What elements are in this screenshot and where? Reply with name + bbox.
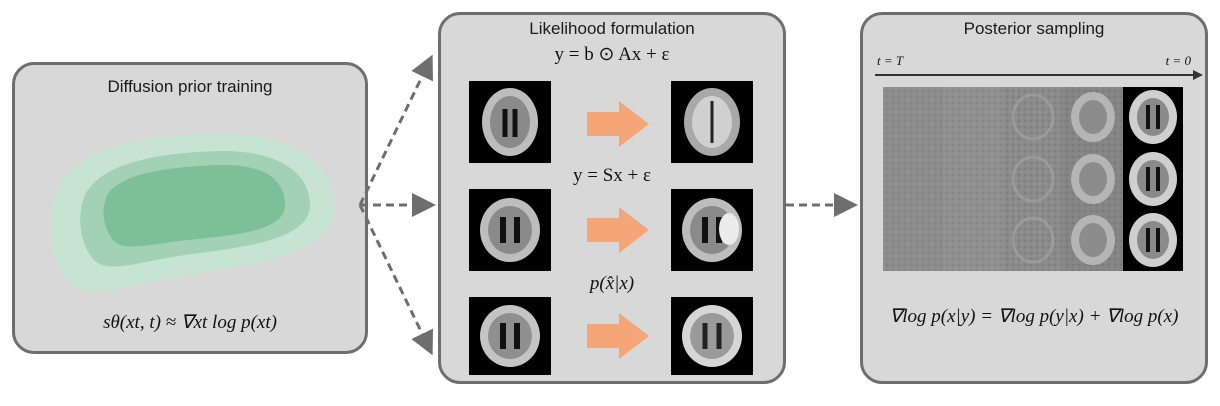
brain-mri-icon	[469, 189, 551, 271]
t-end-label: t = 0	[1165, 53, 1191, 68]
prior-panel: Diffusion prior training sθ(xt, t) ≈ ∇xt…	[12, 62, 368, 354]
posterior-sample-grid	[883, 87, 1183, 271]
dashed-arrow-icon	[358, 204, 433, 356]
likelihood-eq-3: p(x̂|x)	[589, 273, 635, 294]
dashed-arrow-icon	[358, 54, 433, 206]
brain-mri-icon	[671, 297, 753, 375]
likelihood-eq-2: y = Sx + ε	[573, 165, 651, 186]
orange-right-arrow-icon	[587, 207, 649, 253]
orange-right-arrow-icon	[587, 101, 649, 147]
likelihood-title: Likelihood formulation	[529, 19, 695, 38]
posterior-title: Posterior sampling	[963, 19, 1105, 38]
brain-mri-icon	[469, 81, 551, 163]
likelihood-eq-1: y = b ⊙ Ax + ε	[554, 44, 670, 65]
score-equation: sθ(xt, t) ≈ ∇xt log p(xt)	[103, 312, 277, 333]
posterior-equation: ∇log p(x|y) = ∇log p(y|x) + ∇log p(x)	[889, 306, 1179, 327]
t-start-label: t = T	[877, 53, 904, 68]
brain-mri-icon	[671, 81, 753, 163]
brain-mri-icon	[469, 297, 551, 375]
prior-title: Diffusion prior training	[107, 77, 273, 96]
time-arrow-icon	[875, 70, 1203, 80]
density-contours-icon	[50, 132, 336, 291]
brain-mri-icon	[671, 189, 753, 271]
posterior-panel: Posterior sampling t = T t = 0	[860, 12, 1208, 384]
likelihood-panel: Likelihood formulation y = b ⊙ Ax + ε y …	[438, 12, 786, 384]
orange-right-arrow-icon	[587, 313, 649, 359]
